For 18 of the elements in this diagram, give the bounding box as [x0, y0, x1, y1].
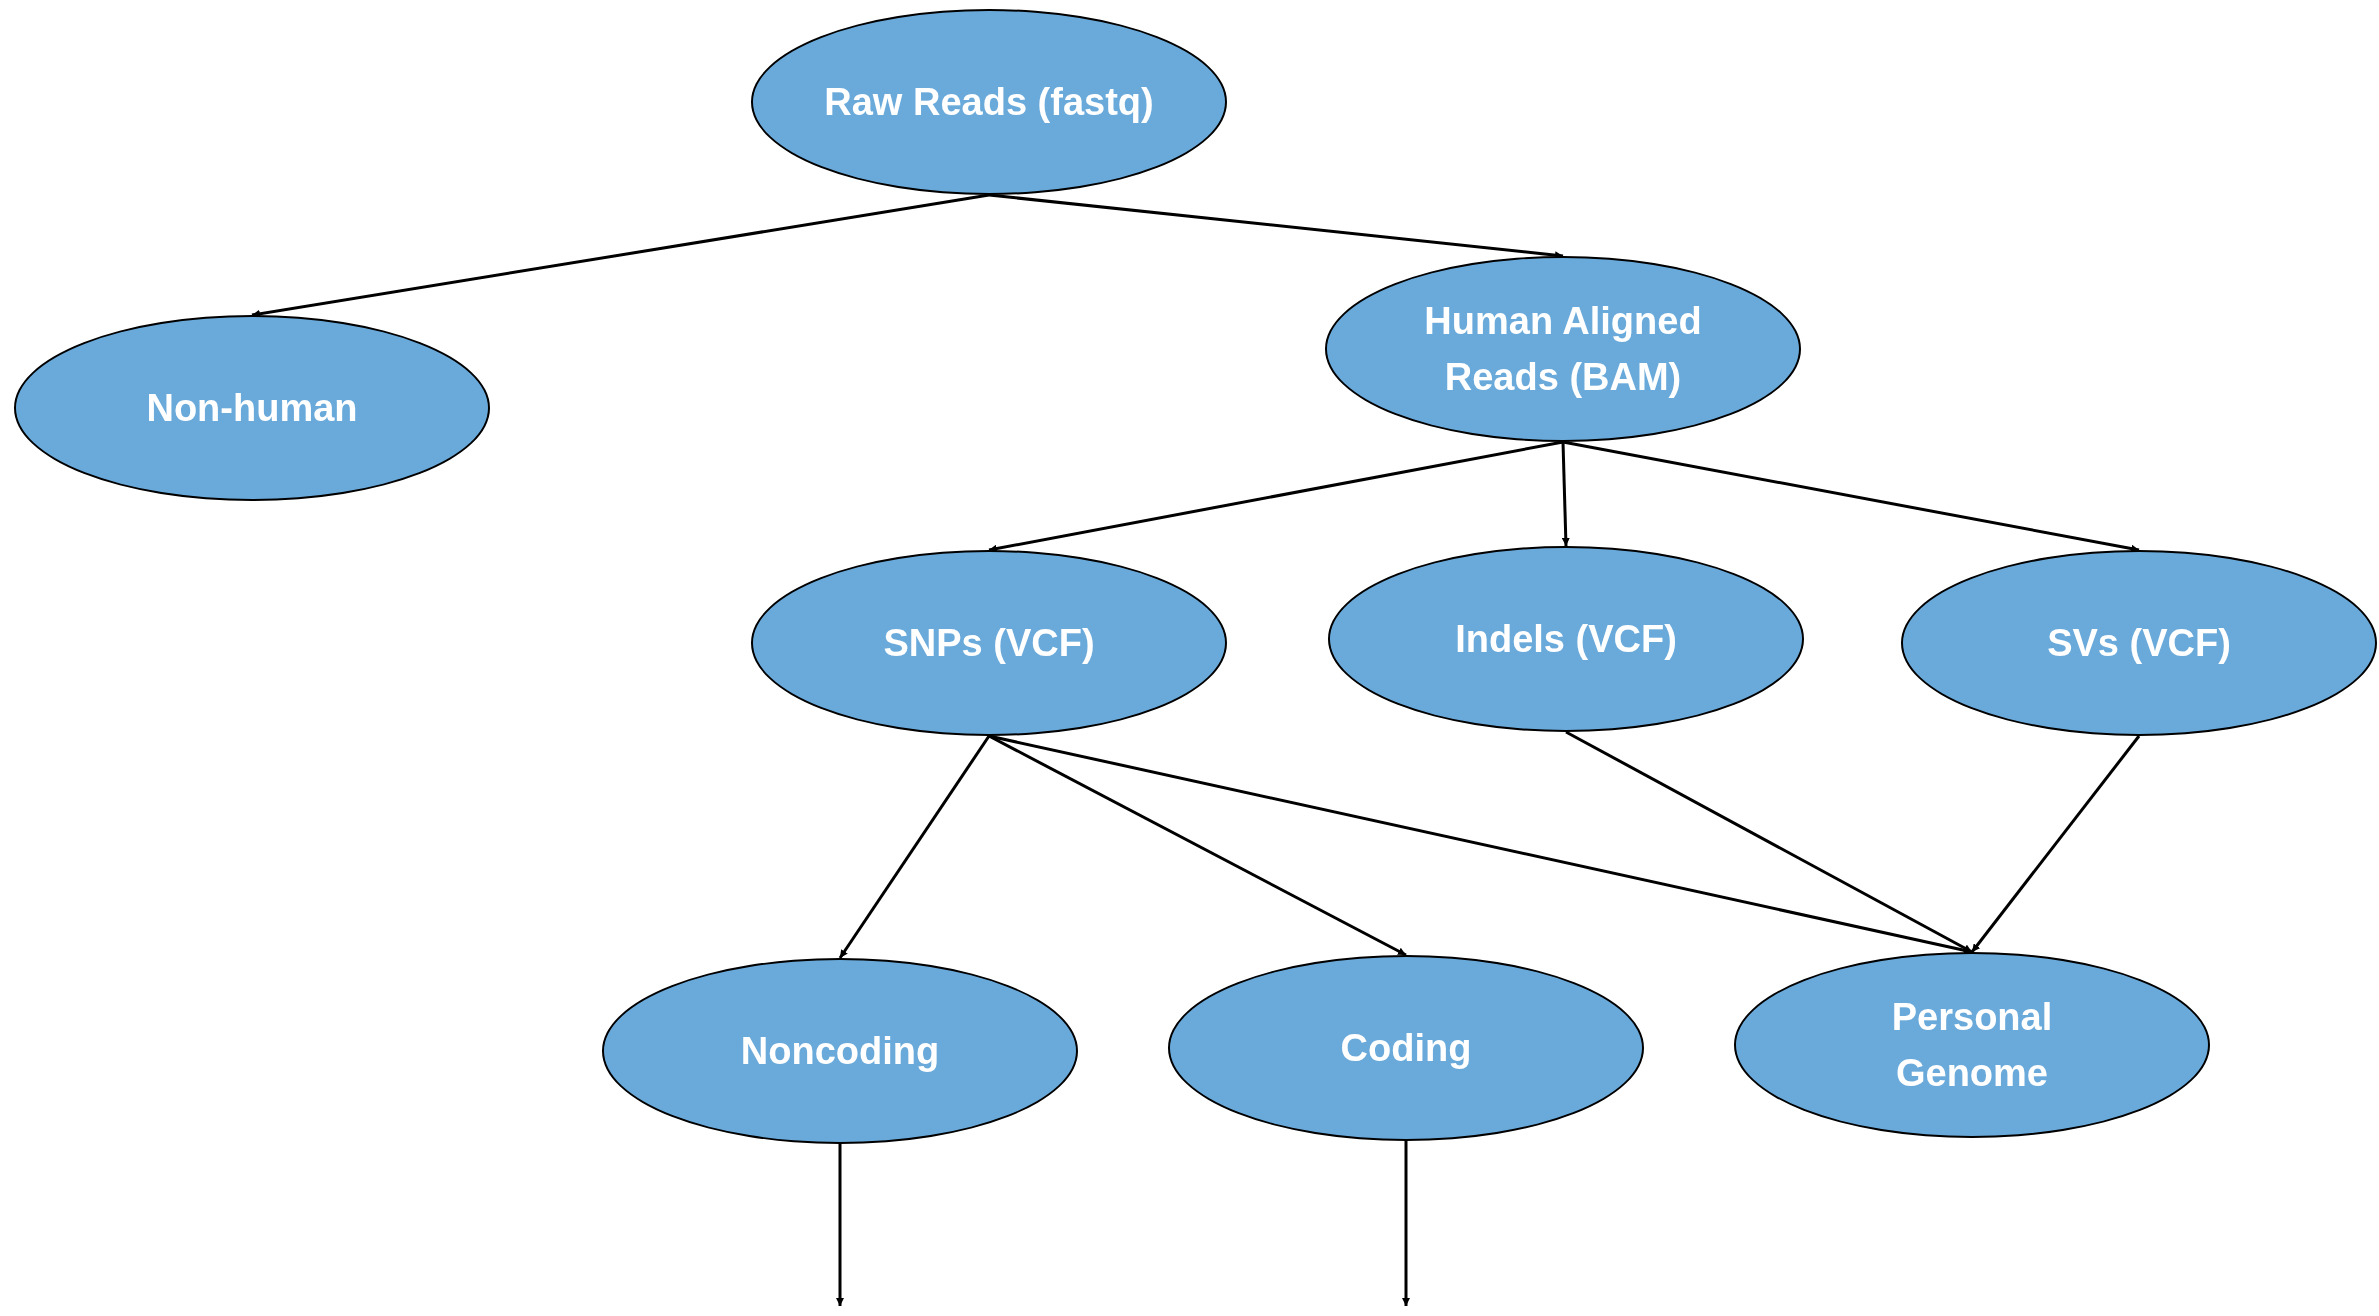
- arrow: [838, 735, 991, 959]
- arrow: [251, 193, 990, 318]
- arrow: [836, 1144, 844, 1306]
- node-label: SNPs (VCF): [883, 621, 1095, 666]
- arrow: [1402, 1141, 1410, 1306]
- node-label: Indels (VCF): [1455, 617, 1677, 662]
- node-label: Raw Reads (fastq): [824, 80, 1154, 125]
- arrow: [1565, 730, 1973, 954]
- node-label: Personal Genome: [1890, 995, 2054, 1096]
- arrow: [1561, 441, 1570, 547]
- arrow: [988, 440, 1564, 553]
- node-label: Human Aligned Reads (BAM): [1423, 299, 1703, 400]
- node-label: SVs (VCF): [2047, 621, 2231, 666]
- node-label: Non-human: [146, 386, 358, 431]
- arrow: [1970, 735, 2141, 953]
- node-label: Noncoding: [740, 1029, 940, 1074]
- arrow: [1562, 440, 2140, 553]
- node-label: Coding: [1340, 1026, 1472, 1071]
